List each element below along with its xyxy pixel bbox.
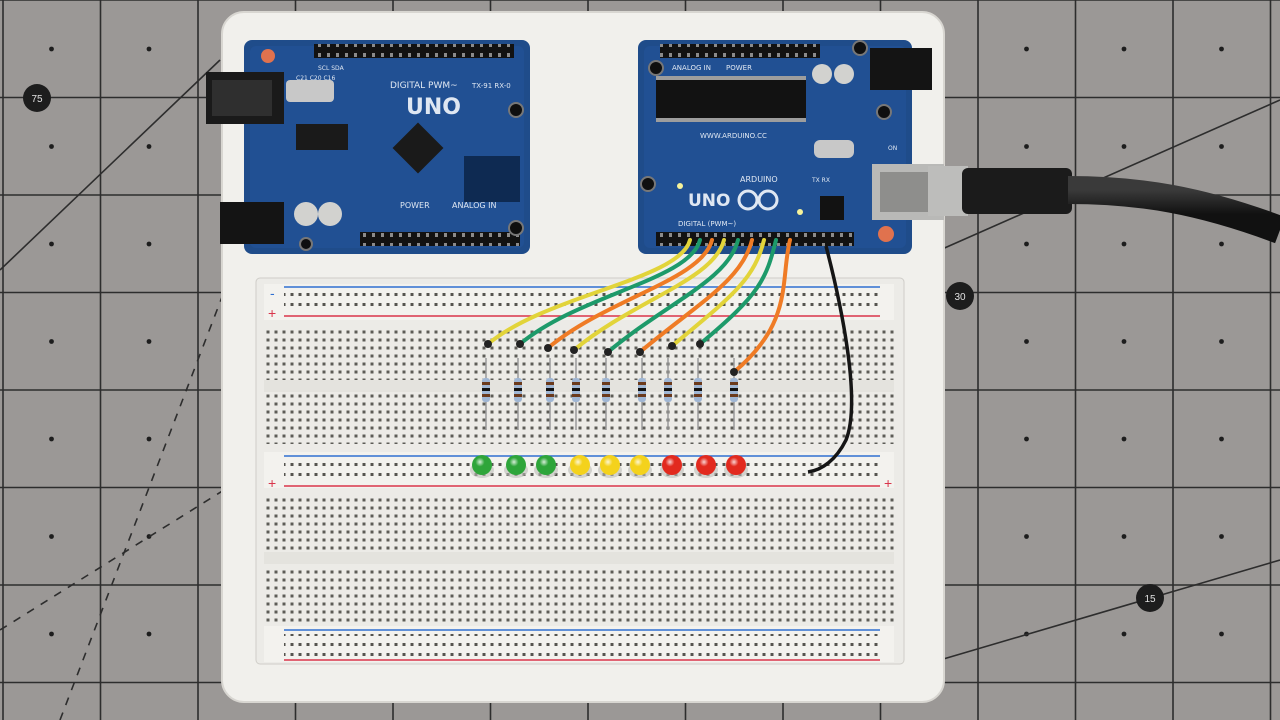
dc-jack-left: [220, 202, 284, 244]
board-left-txrx: TX-91 RX-0: [471, 82, 511, 90]
mat-marker-15: 15: [1136, 584, 1164, 612]
board-right-power-label: POWER: [726, 64, 752, 72]
board-left-cap-labels: C21 C20 C16: [296, 75, 335, 82]
resistor-7: [664, 358, 672, 430]
wire-end-9: [730, 368, 738, 376]
wire-end-2: [516, 340, 524, 348]
svg-text:15: 15: [1144, 594, 1156, 605]
resistor-5: [602, 358, 610, 430]
wire-end-5: [604, 348, 612, 356]
board-left-header-text: DIGITAL PWM~: [390, 81, 458, 91]
rail-plus-label-mid: +: [268, 475, 276, 491]
resistor-6: [638, 358, 646, 430]
jumper-wire-4: [572, 238, 726, 352]
wire-end-4: [570, 346, 578, 354]
resistor-3: [546, 358, 554, 430]
jumper-wire-8: [698, 238, 778, 346]
arduino-board-right: UNO ARDUINO WWW.ARDUINO.CC POWER ANALOG …: [638, 40, 944, 254]
board-left-power-label: POWER: [400, 201, 430, 210]
jumper-wire-7: [670, 238, 766, 348]
board-left-top-left-label: SCL SDA: [318, 65, 345, 72]
led-7: [660, 455, 684, 478]
jumper-wire-9: [732, 238, 792, 374]
board-right-analog-label: ANALOG IN: [672, 64, 711, 72]
board-right-name: UNO: [688, 191, 730, 211]
rail-plus-label: +: [268, 305, 276, 321]
jumper-wire-2: [518, 238, 702, 346]
mat-marker-30: 30: [946, 282, 974, 310]
led-5: [598, 455, 622, 478]
arduino-board-left: UNO DIGITAL PWM~ TX-91 RX-0 POWER ANALOG…: [206, 40, 530, 254]
jumper-wire-5: [606, 238, 740, 354]
jumper-wire-1: [486, 238, 692, 346]
board-right-site: WWW.ARDUINO.CC: [700, 132, 767, 140]
board-right-digital-label: DIGITAL (PWM~): [678, 220, 736, 228]
rail-minus-label: -: [270, 285, 275, 301]
led-4: [568, 455, 592, 478]
wire-end-1: [484, 340, 492, 348]
jumper-wire-3: [546, 238, 714, 350]
microcontroller-chip-right: [656, 80, 806, 118]
dc-jack-right: [870, 48, 932, 90]
jumper-wires: [484, 238, 792, 376]
led-1: [470, 455, 494, 478]
ground-wire: [807, 245, 854, 474]
board-right-txrx: TX RX: [811, 177, 830, 184]
led-8: [694, 455, 718, 478]
resistor-1: [482, 358, 490, 430]
board-left-name: UNO: [406, 95, 461, 120]
board-right-brand: ARDUINO: [740, 175, 778, 184]
usb-cable: [928, 166, 1280, 244]
wire-end-8: [696, 340, 704, 348]
wire-end-6: [636, 348, 644, 356]
svg-text:75: 75: [31, 94, 43, 105]
board-right-on-label: ON: [888, 145, 897, 152]
resistor-8: [694, 358, 702, 430]
led-6: [628, 455, 652, 478]
wire-end-3: [544, 344, 552, 352]
resistor-4: [572, 358, 580, 430]
mat-marker-75: 75: [23, 84, 51, 112]
arduino-logo: [737, 189, 779, 211]
led-9: [724, 455, 748, 478]
led-2: [504, 455, 528, 478]
rail-plus-label-mid-right: +: [884, 475, 892, 491]
resistor-2: [514, 358, 522, 430]
jumper-wire-6: [638, 238, 754, 354]
breadboard: - + + +: [255, 277, 905, 665]
svg-text:30: 30: [954, 292, 966, 303]
led-3: [534, 455, 558, 478]
wire-end-7: [668, 342, 676, 350]
led-row: [470, 455, 748, 478]
board-left-analog-label: ANALOG IN: [452, 201, 497, 210]
